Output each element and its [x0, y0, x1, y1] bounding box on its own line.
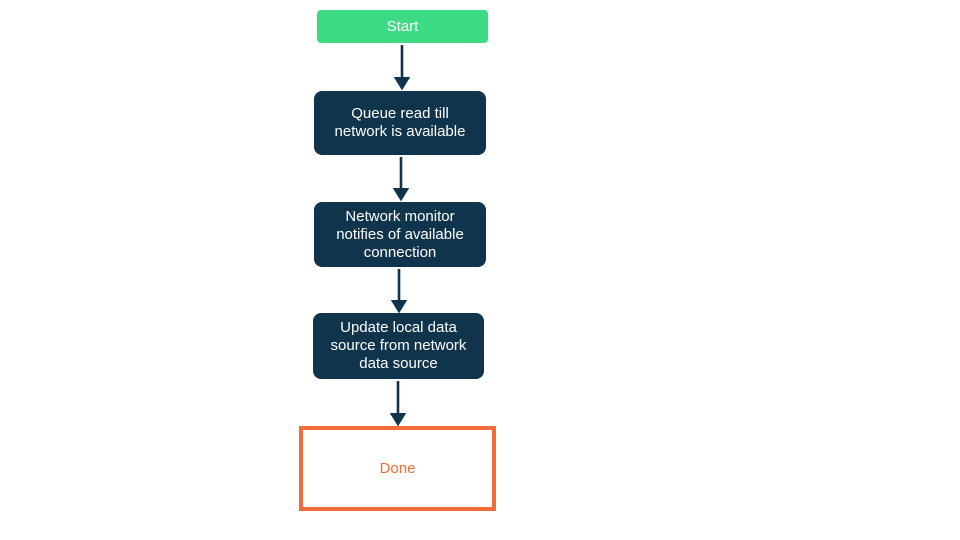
node-network-monitor-label: Network monitor notifies of available co…	[336, 207, 464, 261]
node-network-monitor[interactable]: Network monitor notifies of available co…	[314, 202, 486, 267]
node-queue-read[interactable]: Queue read till network is available	[314, 91, 486, 155]
node-done-label: Done	[379, 459, 416, 477]
node-update-local-label: Update local data source from network da…	[330, 319, 467, 372]
node-update-local[interactable]: Update local data source from network da…	[313, 313, 484, 379]
node-done[interactable]: Done	[299, 426, 496, 511]
node-start[interactable]: Start	[317, 10, 488, 43]
node-start-label: Start	[386, 17, 419, 35]
node-queue-read-label: Queue read till network is available	[334, 105, 466, 140]
